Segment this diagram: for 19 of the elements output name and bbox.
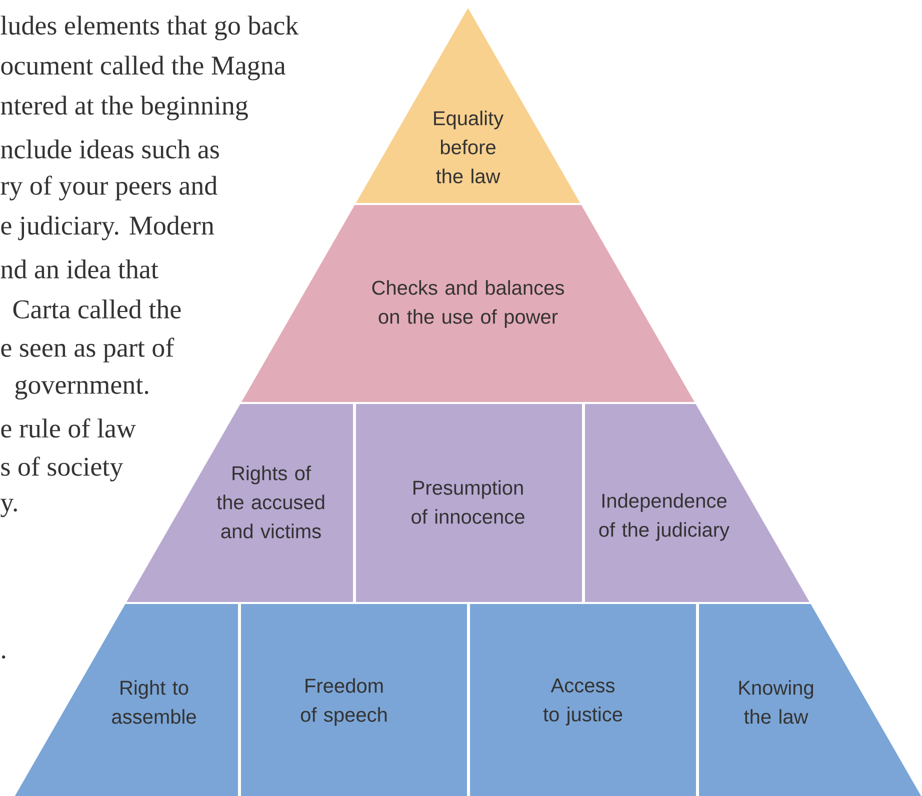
pyramid-cell: Presumption of innocence	[356, 404, 582, 602]
text-line: ntered at the beginning	[0, 96, 248, 120]
pyramid-cell: Access to justice	[470, 604, 696, 796]
text-line: e seen as part of	[1, 338, 174, 362]
pyramid-cell: Right to assemble	[14, 604, 238, 796]
text-line: nclude ideas such as	[0, 140, 219, 158]
text-line: Carta called the	[13, 300, 181, 318]
text-line: y.	[0, 498, 17, 518]
pyramid-cell: Checks and balances on the use of power	[242, 205, 694, 402]
text-line: ludes elements that go back	[0, 16, 299, 40]
text-line: e judiciary. Modern	[1, 216, 214, 240]
pyramid-cell: Independence of the judiciary	[585, 404, 810, 602]
text-line: nd an idea that	[0, 260, 158, 278]
pyramid-cell: Knowing the law	[699, 604, 922, 796]
text-line: ry of your peers and	[0, 176, 218, 200]
pyramid-cell: Equality before the law	[356, 8, 580, 203]
text-line: government.	[15, 378, 148, 400]
text-line: ocument called the Magna	[1, 56, 286, 80]
pyramid-cell: Freedom of speech	[241, 604, 467, 796]
